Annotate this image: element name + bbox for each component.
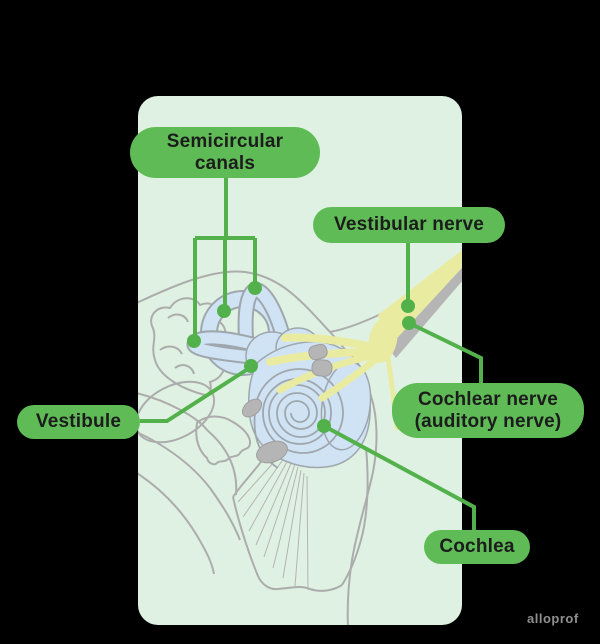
semicircular-canal-dot-right: [248, 281, 262, 295]
label-vestibule-text: Vestibule: [35, 411, 122, 432]
semicircular-canal-dot-middle: [217, 304, 231, 318]
label-cochlea: Cochlea: [424, 530, 530, 564]
cochlea-dot: [317, 419, 331, 433]
vestibule-connector: [140, 365, 253, 423]
semicircular-canals-connector: [193, 177, 257, 336]
connector-dots: [187, 281, 416, 433]
label-vestibular-nerve: Vestibular nerve: [313, 207, 505, 243]
anatomy-group: [138, 247, 462, 625]
label-cochlear-nerve: Cochlear nerve (auditory nerve): [392, 383, 584, 438]
label-vestibule: Vestibule: [17, 405, 140, 439]
cochlear-nerve-dot: [402, 316, 416, 330]
label-vestibular-nerve-text: Vestibular nerve: [334, 214, 484, 235]
alloprof-watermark: alloprof: [527, 611, 579, 626]
vestibule-dot: [244, 359, 258, 373]
ossicle-fragments: [241, 343, 333, 464]
temporal-bone-outline: [138, 259, 462, 625]
nerve-gray-sheath: [388, 257, 462, 358]
cochlea-spiral: [253, 368, 344, 469]
label-cochlear-nerve-text: Cochlear nerve (auditory nerve): [414, 388, 562, 432]
cochlear-nerve-connector: [408, 321, 483, 384]
connectors-group: [140, 177, 483, 530]
label-semicircular-canals: Semicircular canals: [130, 127, 320, 178]
label-semicircular-canals-text: Semicircular canals: [166, 130, 284, 174]
cochlea-connector: [323, 424, 476, 530]
vestibular-nerve-dot: [401, 299, 415, 313]
label-cochlea-text: Cochlea: [439, 536, 515, 557]
semicircular-canal-dot-left: [187, 334, 201, 348]
ear-canal-hatching: [237, 451, 309, 591]
